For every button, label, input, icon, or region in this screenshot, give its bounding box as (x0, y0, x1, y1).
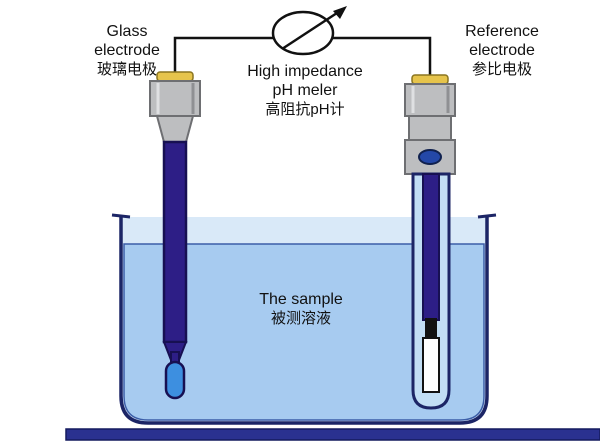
meter-label-en1: High impedance (247, 63, 363, 80)
reference-inner-rod (422, 173, 440, 321)
liquid (123, 243, 485, 421)
reference-electrode-yellow-cap (411, 74, 449, 85)
reference-electrode-label-en2: electrode (469, 42, 535, 59)
glass-electrode-label-zh: 玻璃电极 (96, 61, 157, 78)
meter-label-zh: 高阻抗pH计 (265, 101, 345, 118)
glass-electrode-label-en1: Glass (106, 23, 148, 40)
wire-left (173, 36, 275, 74)
reference-inner-element (422, 337, 440, 393)
glass-electrode (149, 71, 201, 400)
meter-label: High impedance pH meler 高阻抗pH计 (233, 62, 377, 119)
reference-electrode (404, 74, 456, 410)
meter-symbol (271, 6, 347, 56)
glass-electrode-label: Glass electrode 玻璃电极 (72, 22, 182, 79)
meter-arrowhead-icon (333, 6, 347, 19)
reference-inner-junction (425, 318, 437, 340)
sample-label-en: The sample (259, 291, 343, 308)
reference-electrode-label-zh: 参比电极 (471, 61, 532, 78)
wire-right (331, 36, 432, 77)
table-bar (65, 428, 600, 441)
sample-label: The sample 被测溶液 (228, 290, 374, 328)
sample-label-zh: 被测溶液 (270, 310, 331, 327)
reference-electrode-label: Reference electrode 参比电极 (447, 22, 557, 79)
glass-electrode-bulb (164, 360, 186, 400)
reference-electrode-label-en1: Reference (465, 23, 539, 40)
glass-electrode-shaft (162, 140, 188, 344)
beaker (111, 213, 497, 425)
reference-filling-port (418, 149, 442, 165)
glass-electrode-label-en2: electrode (94, 42, 160, 59)
meter-label-en2: pH meler (272, 82, 338, 99)
